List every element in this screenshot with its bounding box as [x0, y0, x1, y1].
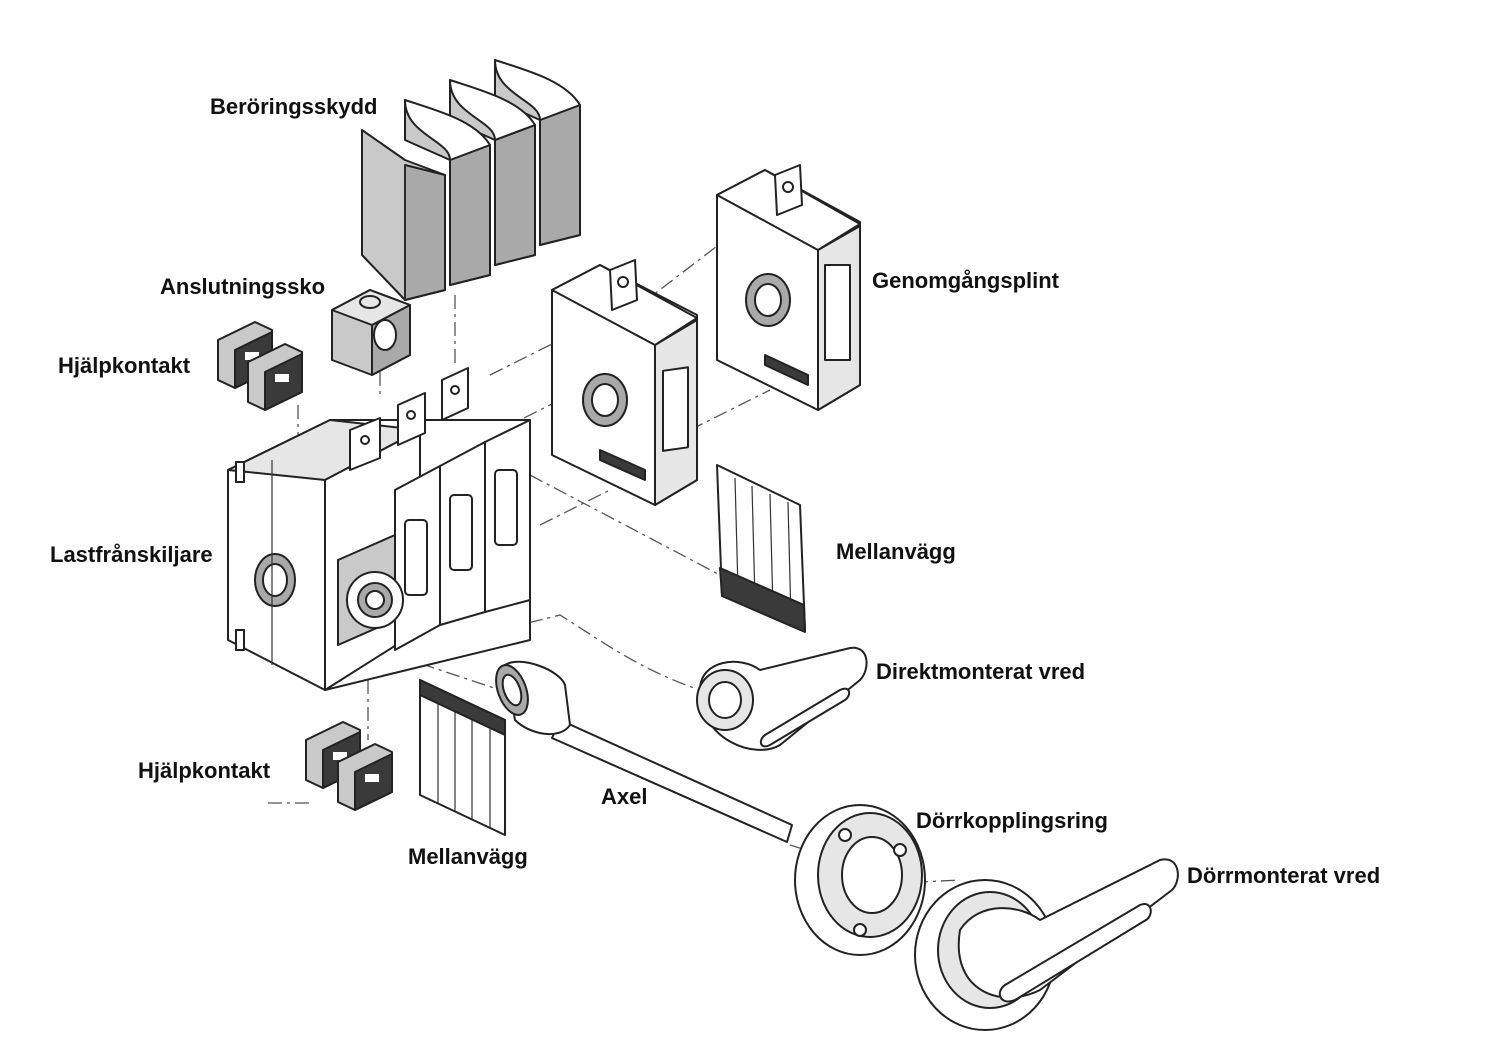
auxiliary-contact-bottom	[305, 721, 393, 811]
label-lastfranskiljare: Lastfrånskiljare	[50, 542, 213, 567]
label-direktmonterat-vred: Direktmonterat vred	[876, 659, 1086, 684]
partition-wall-right	[716, 464, 806, 633]
label-mellanvagg-bottom: Mellanvägg	[408, 844, 528, 869]
terminal-lug	[331, 289, 411, 376]
label-hjalpkontakt-top: Hjälpkontakt	[58, 353, 191, 378]
label-anslutningssko: Anslutningssko	[160, 274, 326, 299]
label-genomgangsplint: Genomgångsplint	[872, 268, 1059, 293]
label-beroringsskydd: Beröringsskydd	[210, 94, 378, 119]
load-switch-body	[227, 367, 531, 691]
direct-mount-handle	[696, 646, 868, 751]
door-mount-handle	[914, 858, 1179, 1031]
label-mellanvagg-right: Mellanvägg	[836, 539, 956, 564]
label-hjalpkontakt-bottom: Hjälpkontakt	[138, 758, 271, 783]
partition-wall-bottom	[419, 679, 506, 836]
touch-guard-covers	[361, 59, 581, 301]
pass-through-terminal-back	[716, 164, 861, 411]
shaft	[495, 660, 793, 843]
door-coupling-ring	[794, 804, 926, 956]
auxiliary-contact-top	[217, 321, 303, 411]
pass-through-terminal-front	[551, 259, 698, 506]
label-axel: Axel	[601, 784, 648, 809]
label-dorrmonterat-vred: Dörrmonterat vred	[1187, 863, 1381, 888]
label-dorrkopplingsring: Dörrkopplingsring	[916, 808, 1108, 833]
